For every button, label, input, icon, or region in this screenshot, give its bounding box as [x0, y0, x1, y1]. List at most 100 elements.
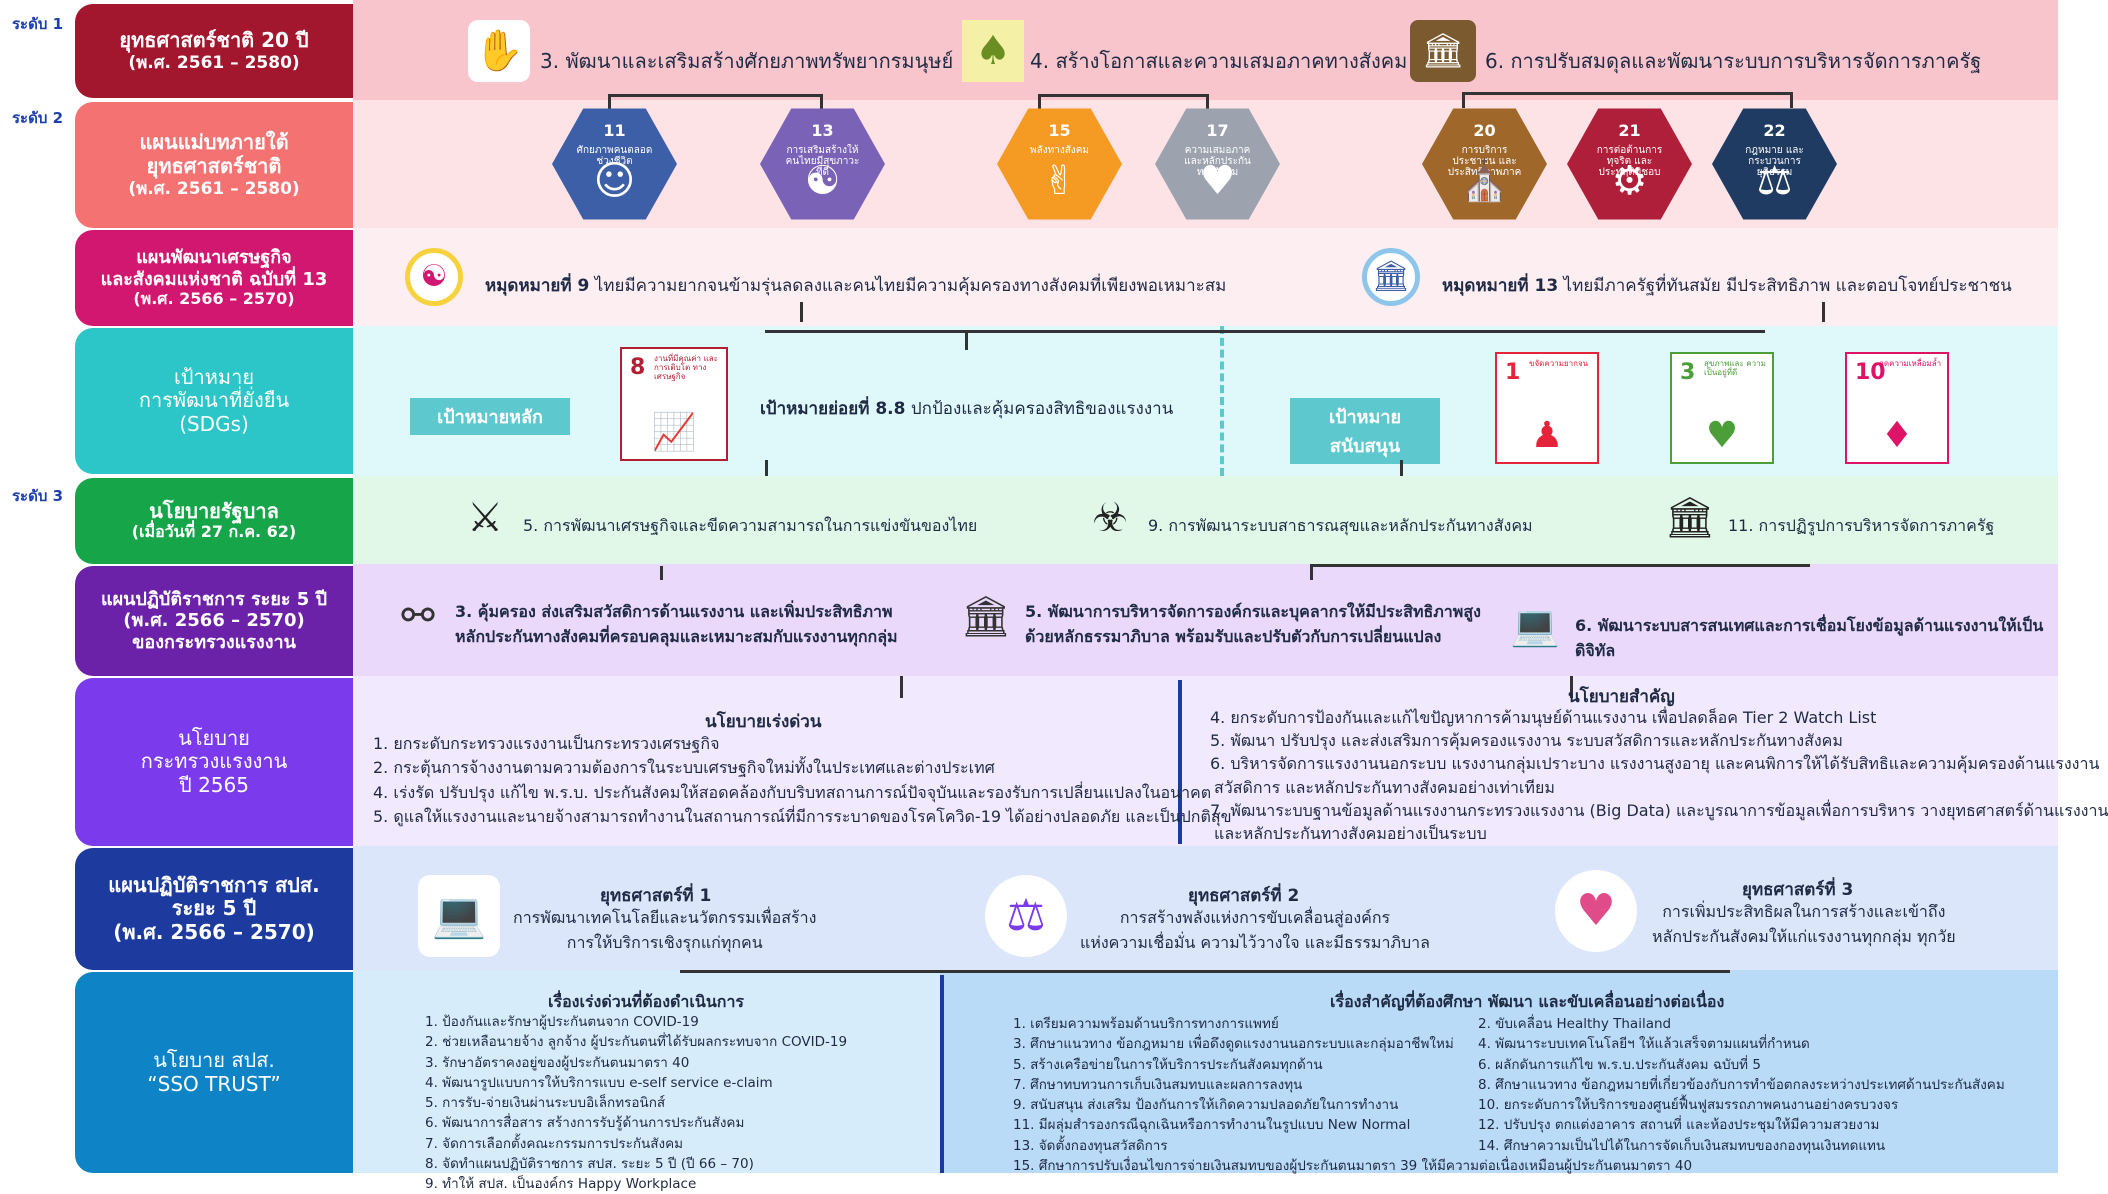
organization-icon: 🏛: [960, 594, 1012, 640]
row8-band: [353, 846, 2058, 970]
level-3-label: ระดับ 3: [12, 487, 64, 505]
social-care-icon: ♥: [1555, 870, 1637, 952]
sso-strategy-3-title: ยุทธศาสตร์ที่ 3: [1742, 880, 1854, 900]
sso-strategy-1-title: ยุทธศาสตร์ที่ 1: [600, 886, 712, 906]
list-item: 4. พัฒนารูปแบบการให้บริการแบบ e-self ser…: [425, 1074, 773, 1091]
list-item: 9. สนับสนุน ส่งเสริม ป้องกันการให้เกิดคว…: [1013, 1097, 1399, 1113]
list-item: 3. ศึกษาแนวทาง ข้อกฎหมาย เพื่อดึงดูดแรงง…: [1013, 1036, 1454, 1053]
level-1-label: ระดับ 1: [12, 15, 64, 33]
handshake-icon: ✌: [1042, 158, 1077, 204]
list-item: 13. จัดตั้งกองทุนสวัสดิการ: [1013, 1137, 1168, 1154]
connector: [900, 676, 903, 698]
sub-target-8-8: เป้าหมายย่อยที่ 8.8 ปกป้องและคุ้มครองสิท…: [760, 399, 1174, 419]
growth-chart-icon: 📈: [651, 412, 697, 453]
row6-band: [353, 564, 2058, 676]
sso-strategy-2-title: ยุทธศาสตร์ที่ 2: [1188, 886, 1300, 906]
moL-plan-5: 5. พัฒนาการบริหารจัดการองค์กรและบุคลากรใ…: [1025, 602, 1481, 646]
connector: [1462, 92, 1465, 108]
equality-icon: ♦: [1880, 415, 1914, 456]
list-item: 12. ปรับปรุง ตกแต่งอาคาร สถานที่ และห้อง…: [1478, 1117, 1880, 1134]
sso-key-list-left: 1. เตรียมความพร้อมด้านบริการทางการแพทย์ …: [1013, 1014, 1692, 1176]
sdg-divider: [1220, 326, 1224, 476]
gov-policy-9: 9. การพัฒนาระบบสาธารณสุขและหลักประกันทาง…: [1148, 516, 1533, 535]
row6-label: แผนปฏิบัติราชการ ระยะ 5 ปี(พ.ศ. 2566 – 2…: [75, 566, 353, 676]
list-item: 3. รักษาอัตราคงอยู่ของผู้ประกันตนมาตรา 4…: [425, 1054, 690, 1071]
list-item: 5. พัฒนา ปรับปรุง และส่งเสริมการคุ้มครอง…: [1210, 731, 1843, 751]
row4-label: เป้าหมายการพัฒนาที่ยั่งยืน(SDGs): [75, 328, 353, 474]
list-item: 10. ยกระดับการให้บริการของศูนย์ฟื้นฟูสมร…: [1478, 1097, 1899, 1113]
connector: [1790, 92, 1793, 108]
milestone-13-icon: 🏛: [1362, 248, 1420, 306]
milestone-13: หมุดหมายที่ 13 ไทยมีภาครัฐที่ทันสมัย มีป…: [1442, 276, 2012, 296]
connector: [1310, 564, 1810, 567]
list-item: 1. เตรียมความพร้อมด้านบริการทางการแพทย์: [1013, 1016, 1279, 1032]
list-item: และหลักประกันทางสังคมอย่างเป็นระบบ: [1214, 823, 1487, 843]
row3-band: [353, 228, 2058, 326]
list-item: 4. ยกระดับการป้องกันและแก้ไขปัญหาการค้าม…: [1210, 708, 1877, 727]
list-item: 9. ทำให้ สปส. เป็นองค์กร Happy Workplace: [425, 1176, 697, 1192]
family-icon: ☺: [593, 158, 636, 204]
list-item: 1. ป้องกันและรักษาผู้ประกันตนจาก COVID-1…: [425, 1014, 699, 1030]
row1-label: ยุทธศาสตร์ชาติ 20 ปี(พ.ศ. 2561 – 2580): [75, 4, 353, 98]
row5-band: [353, 476, 2058, 564]
list-item: 4. เร่งรัด ปรับปรุง แก้ไข พ.ร.บ. ประกันส…: [373, 782, 1212, 802]
list-item: 14. ศึกษาความเป็นไปได้ในการจัดเก็บเงินสม…: [1478, 1137, 1886, 1154]
list-item: 8. จัดทำแผนปฏิบัติราชการ สปส. ระยะ 5 ปี …: [425, 1155, 754, 1172]
list-item: 5. สร้างเครือข่ายในการให้บริการประกันสัง…: [1013, 1056, 1323, 1073]
sso-urgent-title: เรื่องเร่งด่วนที่ต้องดำเนินการ: [548, 992, 745, 1011]
list-item: 15. ศึกษาการปรับเงื่อนไขการจ่ายเงินสมทบข…: [1013, 1157, 1693, 1174]
family-group-icon: ♟: [1530, 415, 1564, 456]
list-item: 11. มีผลุ่มสำรองกรณีฉุกเฉินหรือการทำงานใ…: [1013, 1117, 1411, 1134]
connector: [1038, 94, 1041, 110]
list-item: 7. จัดการเลือกตั้งคณะกรรมการประกันสังคม: [425, 1135, 684, 1152]
data-dashboard-icon: 💻: [1510, 603, 1560, 649]
milestone-9: หมุดหมายที่ 9 ไทยมีความยากจนข้ามรุ่นลดลง…: [485, 276, 1227, 296]
network-people-icon: ⚯: [401, 593, 435, 639]
connector: [1400, 460, 1403, 478]
care-hand-icon: ♥: [1199, 158, 1236, 204]
policy-divider: [1178, 680, 1182, 844]
list-item: 6. บริหารจัดการแรงงานนอกระบบ แรงงานกลุ่ม…: [1210, 754, 2100, 774]
row7-label: นโยบายกระทรวงแรงงานปี 2565: [75, 678, 353, 846]
row2-label: แผนแม่บทภายใต้ยุทธศาสตร์ชาติ(พ.ศ. 2561 –…: [75, 102, 353, 228]
balance-network-icon: ⚖: [985, 875, 1067, 957]
list-item: 6. ผลักดันการแก้ไข พ.ร.บ.ประกันสังคม ฉบั…: [1478, 1056, 1761, 1073]
sso-key-list-right: 2. ขับเคลื่อน Healthy Thailand 4. พัฒนาร…: [1478, 1014, 2005, 1156]
connector: [608, 94, 611, 110]
sso-strategy-2: การสร้างพลังแห่งการขับเคลื่อนสู่องค์กรแห…: [1080, 908, 1430, 952]
list-item: 2. กระตุ้นการจ้างงานตามความต้องการในระบบ…: [373, 758, 995, 778]
healthy-person-icon: ☯: [804, 158, 841, 204]
gavel-icon: ⚖: [1756, 158, 1793, 204]
heartbeat-icon: ♥: [1705, 415, 1739, 456]
list-item: 5. การรับ-จ่ายเงินผ่านระบบอิเล็กทรอนิกส์: [425, 1095, 666, 1111]
connector: [1038, 94, 1208, 97]
institution-icon: 🏛: [1664, 495, 1716, 541]
r1-item-4: 4. สร้างโอกาสและความเสมอภาคทางสังคม: [1030, 49, 1408, 73]
moL-plan-6: 6. พัฒนาระบบสารสนเทศและการเชื่อมโยงข้อมู…: [1575, 616, 2044, 660]
connector: [1570, 676, 1573, 698]
row9-label: นโยบาย สปส.“SSO TRUST”: [75, 972, 353, 1173]
workers-icon: ⚔: [467, 495, 503, 541]
anti-corruption-icon: ⚙: [1611, 158, 1648, 204]
connector: [765, 460, 768, 478]
community-icon: ♠: [962, 20, 1024, 82]
list-item: 7. ศึกษาทบทวนการเก็บเงินสมทบและผลการลงทุ…: [1013, 1076, 1303, 1093]
sso-key-title: เรื่องสำคัญที่ต้องศึกษา พัฒนา และขับเคลื…: [1330, 992, 1725, 1011]
list-item: สวัสดิการ และหลักประกันทางสังคมอย่างเท่า…: [1214, 777, 1555, 797]
building-icon: ⛪: [1459, 158, 1510, 204]
connector: [965, 330, 968, 350]
key-policy-title: นโยบายสำคัญ: [1568, 687, 1675, 707]
row7-band: [353, 676, 2058, 846]
government-building-icon: 🏛: [1410, 20, 1476, 82]
list-item: 5. ดูแลให้แรงงานและนายจ้างสามารถทำงานในส…: [373, 806, 1232, 826]
connector: [765, 330, 1765, 333]
r1-item-6: 6. การปรับสมดุลและพัฒนาระบบการบริหารจัดก…: [1485, 49, 1982, 73]
people-support-icon: ✋: [468, 20, 530, 82]
